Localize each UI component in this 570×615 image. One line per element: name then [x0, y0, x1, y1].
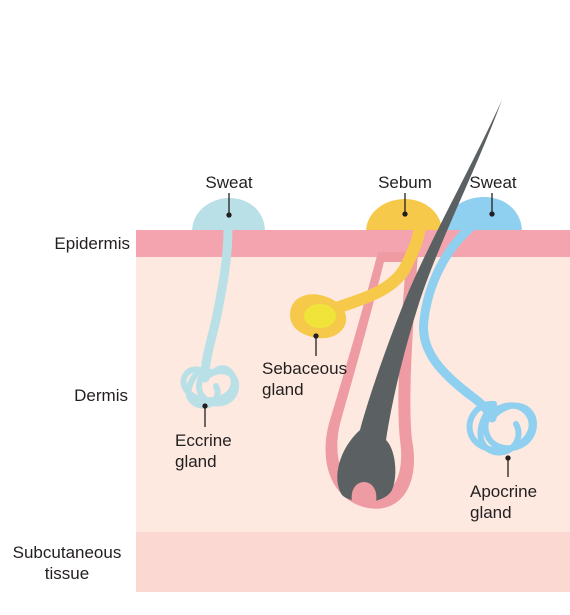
hair-shaft — [337, 100, 502, 502]
sweat-label-right: Sweat — [469, 173, 517, 192]
eccrine-gland-coil — [180, 365, 240, 409]
eccrine-duct — [200, 223, 233, 383]
sebaceous-gland-label: Sebaceous gland — [262, 359, 348, 399]
subcutaneous-layer — [136, 532, 570, 592]
sebaceous-duct — [324, 222, 426, 316]
sebaceous-gland-core — [304, 304, 336, 328]
eccrine-gland-label: Eccrine gland — [175, 431, 232, 471]
sweat-label-left: Sweat — [205, 173, 253, 192]
dermis-label: Dermis — [74, 386, 128, 405]
hair-bulb-papilla — [351, 482, 377, 502]
sweat-droplet-right — [442, 197, 522, 232]
sebum-label: Sebum — [378, 173, 432, 192]
apocrine-gland-label: Apocrine gland — [470, 482, 538, 522]
epidermis-layer — [136, 230, 570, 257]
epidermis-label: Epidermis — [54, 234, 130, 253]
subcutaneous-label: Subcutaneous tissue — [12, 543, 122, 583]
leader-lines — [202, 193, 511, 477]
apocrine-gland-coil — [466, 400, 538, 456]
